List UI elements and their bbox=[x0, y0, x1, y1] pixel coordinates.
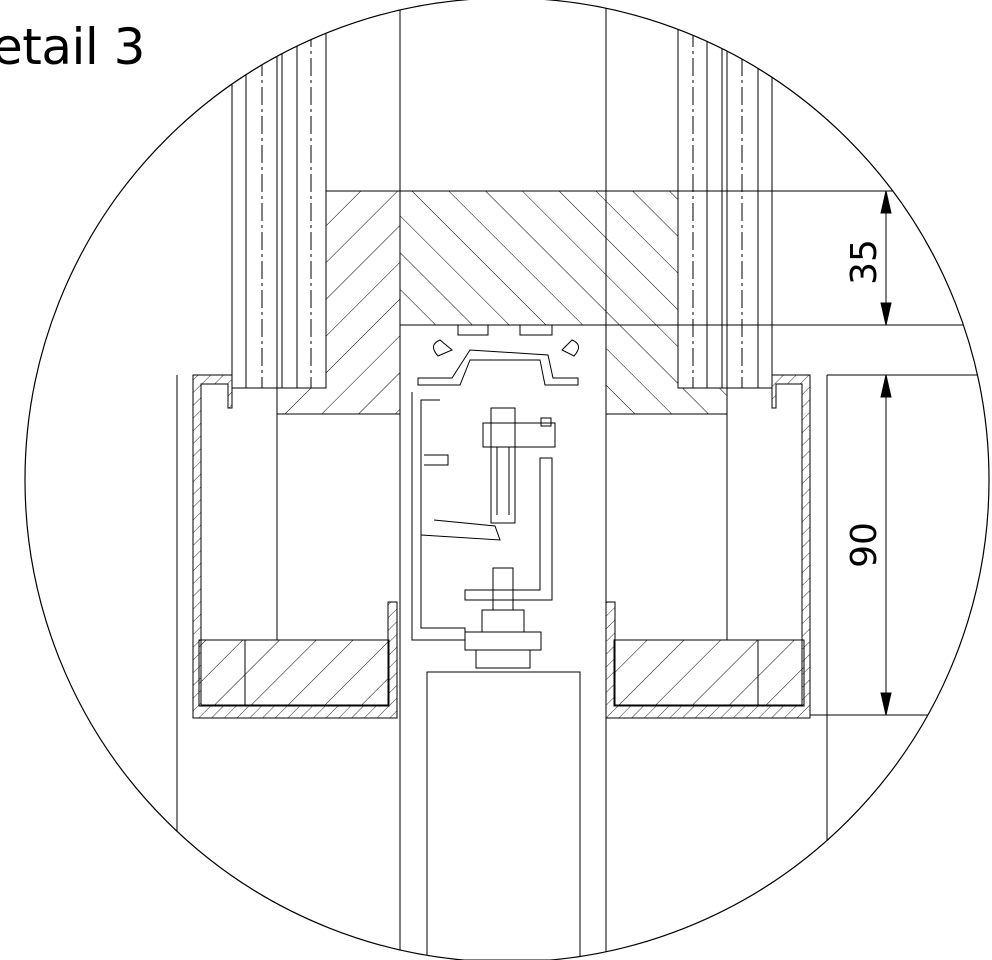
dimension-90-label: 90 bbox=[844, 522, 885, 568]
right-channel-frame bbox=[605, 374, 811, 719]
upper-hatched-blocks bbox=[276, 190, 728, 640]
detail-title: etail 3 bbox=[0, 18, 146, 76]
detail-boundary-circle bbox=[24, 0, 990, 960]
dimension-lines bbox=[880, 190, 892, 716]
track-profile bbox=[411, 325, 579, 641]
left-channel-frame bbox=[192, 374, 398, 719]
dimension-35-label: 35 bbox=[844, 239, 885, 285]
right-glass-panel bbox=[677, 0, 773, 389]
reference-lines bbox=[176, 0, 828, 960]
roller-trolley bbox=[464, 407, 556, 669]
left-glass-panel bbox=[231, 0, 327, 389]
hanging-door-panel bbox=[426, 671, 581, 960]
